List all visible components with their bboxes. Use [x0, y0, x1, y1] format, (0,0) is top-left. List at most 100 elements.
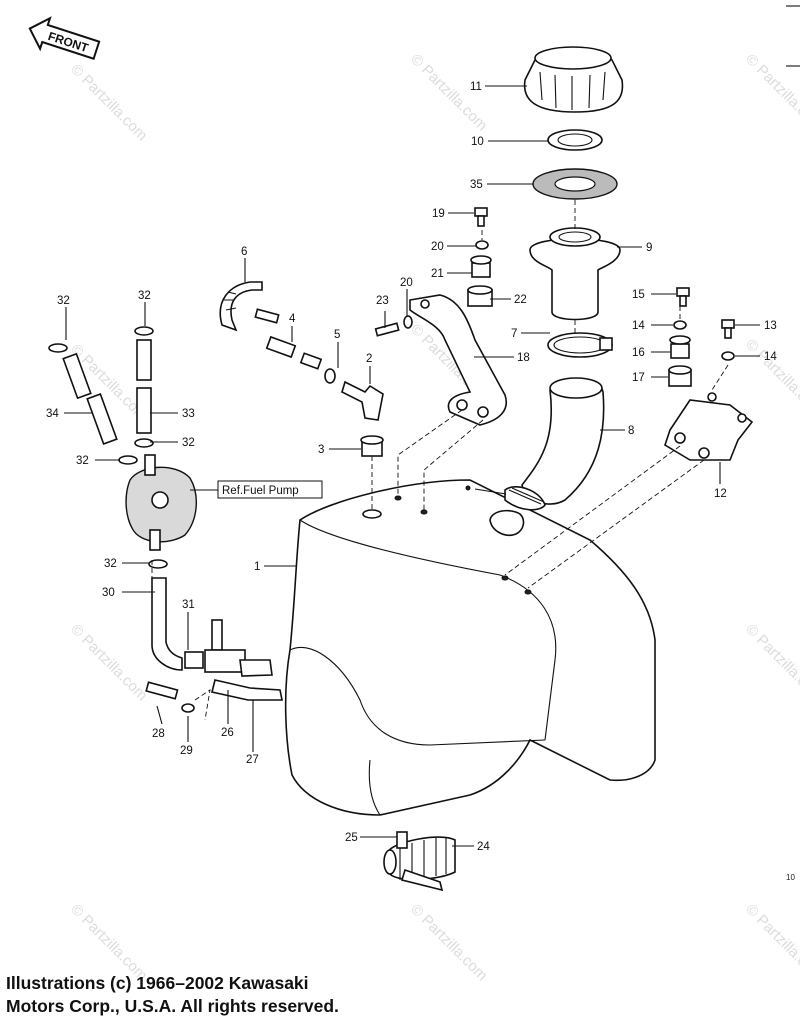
part-number: 26 [221, 727, 234, 739]
part-number: 32 [104, 558, 117, 570]
part-number: 30 [102, 587, 115, 599]
clip-32c [134, 438, 154, 448]
grommet-17 [668, 365, 692, 387]
copyright-line-2: Motors Corp., U.S.A. All rights reserved… [6, 996, 339, 1016]
bolt-19 [474, 207, 488, 227]
filler-cap [523, 46, 624, 113]
hose-4 [265, 335, 297, 359]
grommet-22 [467, 285, 493, 307]
leader-lines [64, 85, 760, 847]
part-number: 16 [632, 347, 645, 359]
copyright-line-1: Illustrations (c) 1966–2002 Kawasaki [6, 973, 309, 993]
part-number: 20 [400, 277, 413, 289]
damper-24 [383, 836, 456, 881]
part-number: 19 [432, 208, 445, 220]
grommet-3 [360, 435, 384, 457]
part-number: 24 [477, 841, 490, 853]
watermark: © Partzilla.com [742, 621, 800, 704]
fuel-hose-33-upper [136, 339, 152, 381]
part-number: 1 [254, 561, 260, 573]
part-number: 3 [318, 444, 324, 456]
watermark: © Partzilla.com [742, 336, 800, 419]
clip-32b [48, 343, 68, 353]
breather-hose [219, 281, 280, 332]
watermark: © Partzilla.com [407, 901, 490, 984]
copyright-notice: Illustrations (c) 1966–2002 Kawasaki Mot… [6, 972, 339, 1018]
part-number: 23 [376, 295, 389, 307]
cap-gasket [547, 129, 603, 151]
part-number: 35 [470, 179, 483, 191]
bolt-15 [676, 287, 690, 307]
clip-32e [148, 559, 168, 569]
fuel-hose-30 [151, 577, 183, 671]
part-number: 11 [470, 81, 482, 93]
part-number: 2 [366, 353, 372, 365]
fuel-hose-33-lower [136, 387, 152, 434]
washer-29 [181, 703, 195, 713]
part-number: 21 [431, 268, 444, 280]
part-number: 9 [646, 242, 652, 254]
watermark: © Partzilla.com [67, 621, 150, 704]
part-number: 28 [152, 728, 165, 740]
watermark: © Partzilla.com [742, 51, 800, 134]
part-number: 32 [57, 295, 70, 307]
bolt-13 [721, 319, 735, 339]
fuel-tank [284, 479, 656, 816]
clip-32a [134, 326, 154, 336]
part-number: 29 [180, 745, 193, 757]
part-number: 34 [46, 408, 59, 420]
part-number: 27 [246, 754, 259, 766]
collar-21 [470, 255, 492, 278]
hose-clamp [547, 332, 613, 358]
washer-20b [403, 315, 413, 329]
bolt-23 [374, 322, 400, 337]
part-number: 13 [764, 320, 777, 332]
fuel-hose-34-upper [62, 352, 92, 400]
tank-hose-clamp [465, 485, 546, 511]
watermark: © Partzilla.com [742, 901, 800, 984]
part-number: 14 [764, 351, 777, 363]
part-number: 10 [471, 136, 484, 148]
washer-20a [475, 240, 489, 250]
part-number: 33 [182, 408, 195, 420]
filler-seal [532, 168, 618, 200]
clip-5 [324, 368, 336, 384]
part-number: 7 [511, 328, 517, 340]
part-number: 32 [76, 455, 89, 467]
part-number: 17 [632, 372, 645, 384]
collar-16 [669, 335, 691, 359]
alignment-lines [151, 200, 729, 721]
part-number: 4 [289, 313, 296, 325]
front-arrow-icon: FRONT [28, 16, 101, 61]
rear-bracket [664, 392, 754, 461]
part-number-labels: 11 10 35 9 19 20 21 22 7 18 8 15 14 16 1… [46, 81, 777, 853]
part-number: 15 [632, 289, 645, 301]
fuel-pump [125, 454, 198, 551]
filler-neck [529, 227, 621, 321]
ref-fuel-pump-label: Ref.Fuel Pump [222, 485, 299, 497]
fuel-cock [204, 619, 283, 701]
bolt-28 [145, 681, 179, 700]
part-number: 14 [632, 320, 645, 332]
part-number: 25 [345, 832, 358, 844]
part-number: 20 [431, 241, 444, 253]
washer-14b [721, 351, 735, 361]
part-number: 12 [714, 488, 727, 500]
part-number: 8 [628, 425, 634, 437]
page-reference: 10 [786, 873, 795, 882]
band-25 [396, 831, 444, 892]
part-number: 32 [182, 437, 195, 449]
part-number: 31 [182, 599, 195, 611]
filler-hose [521, 377, 605, 505]
part-number: 6 [241, 246, 247, 258]
fitting-5 [299, 352, 323, 370]
part-number: 18 [517, 352, 530, 364]
washer-14a [673, 320, 687, 330]
part-number: 32 [138, 290, 151, 302]
watermark: © Partzilla.com [67, 61, 150, 144]
fuel-hose-34-lower [86, 393, 118, 445]
mounting-bracket [409, 294, 507, 426]
clamp-31 [184, 651, 204, 669]
clip-32d [118, 455, 138, 465]
